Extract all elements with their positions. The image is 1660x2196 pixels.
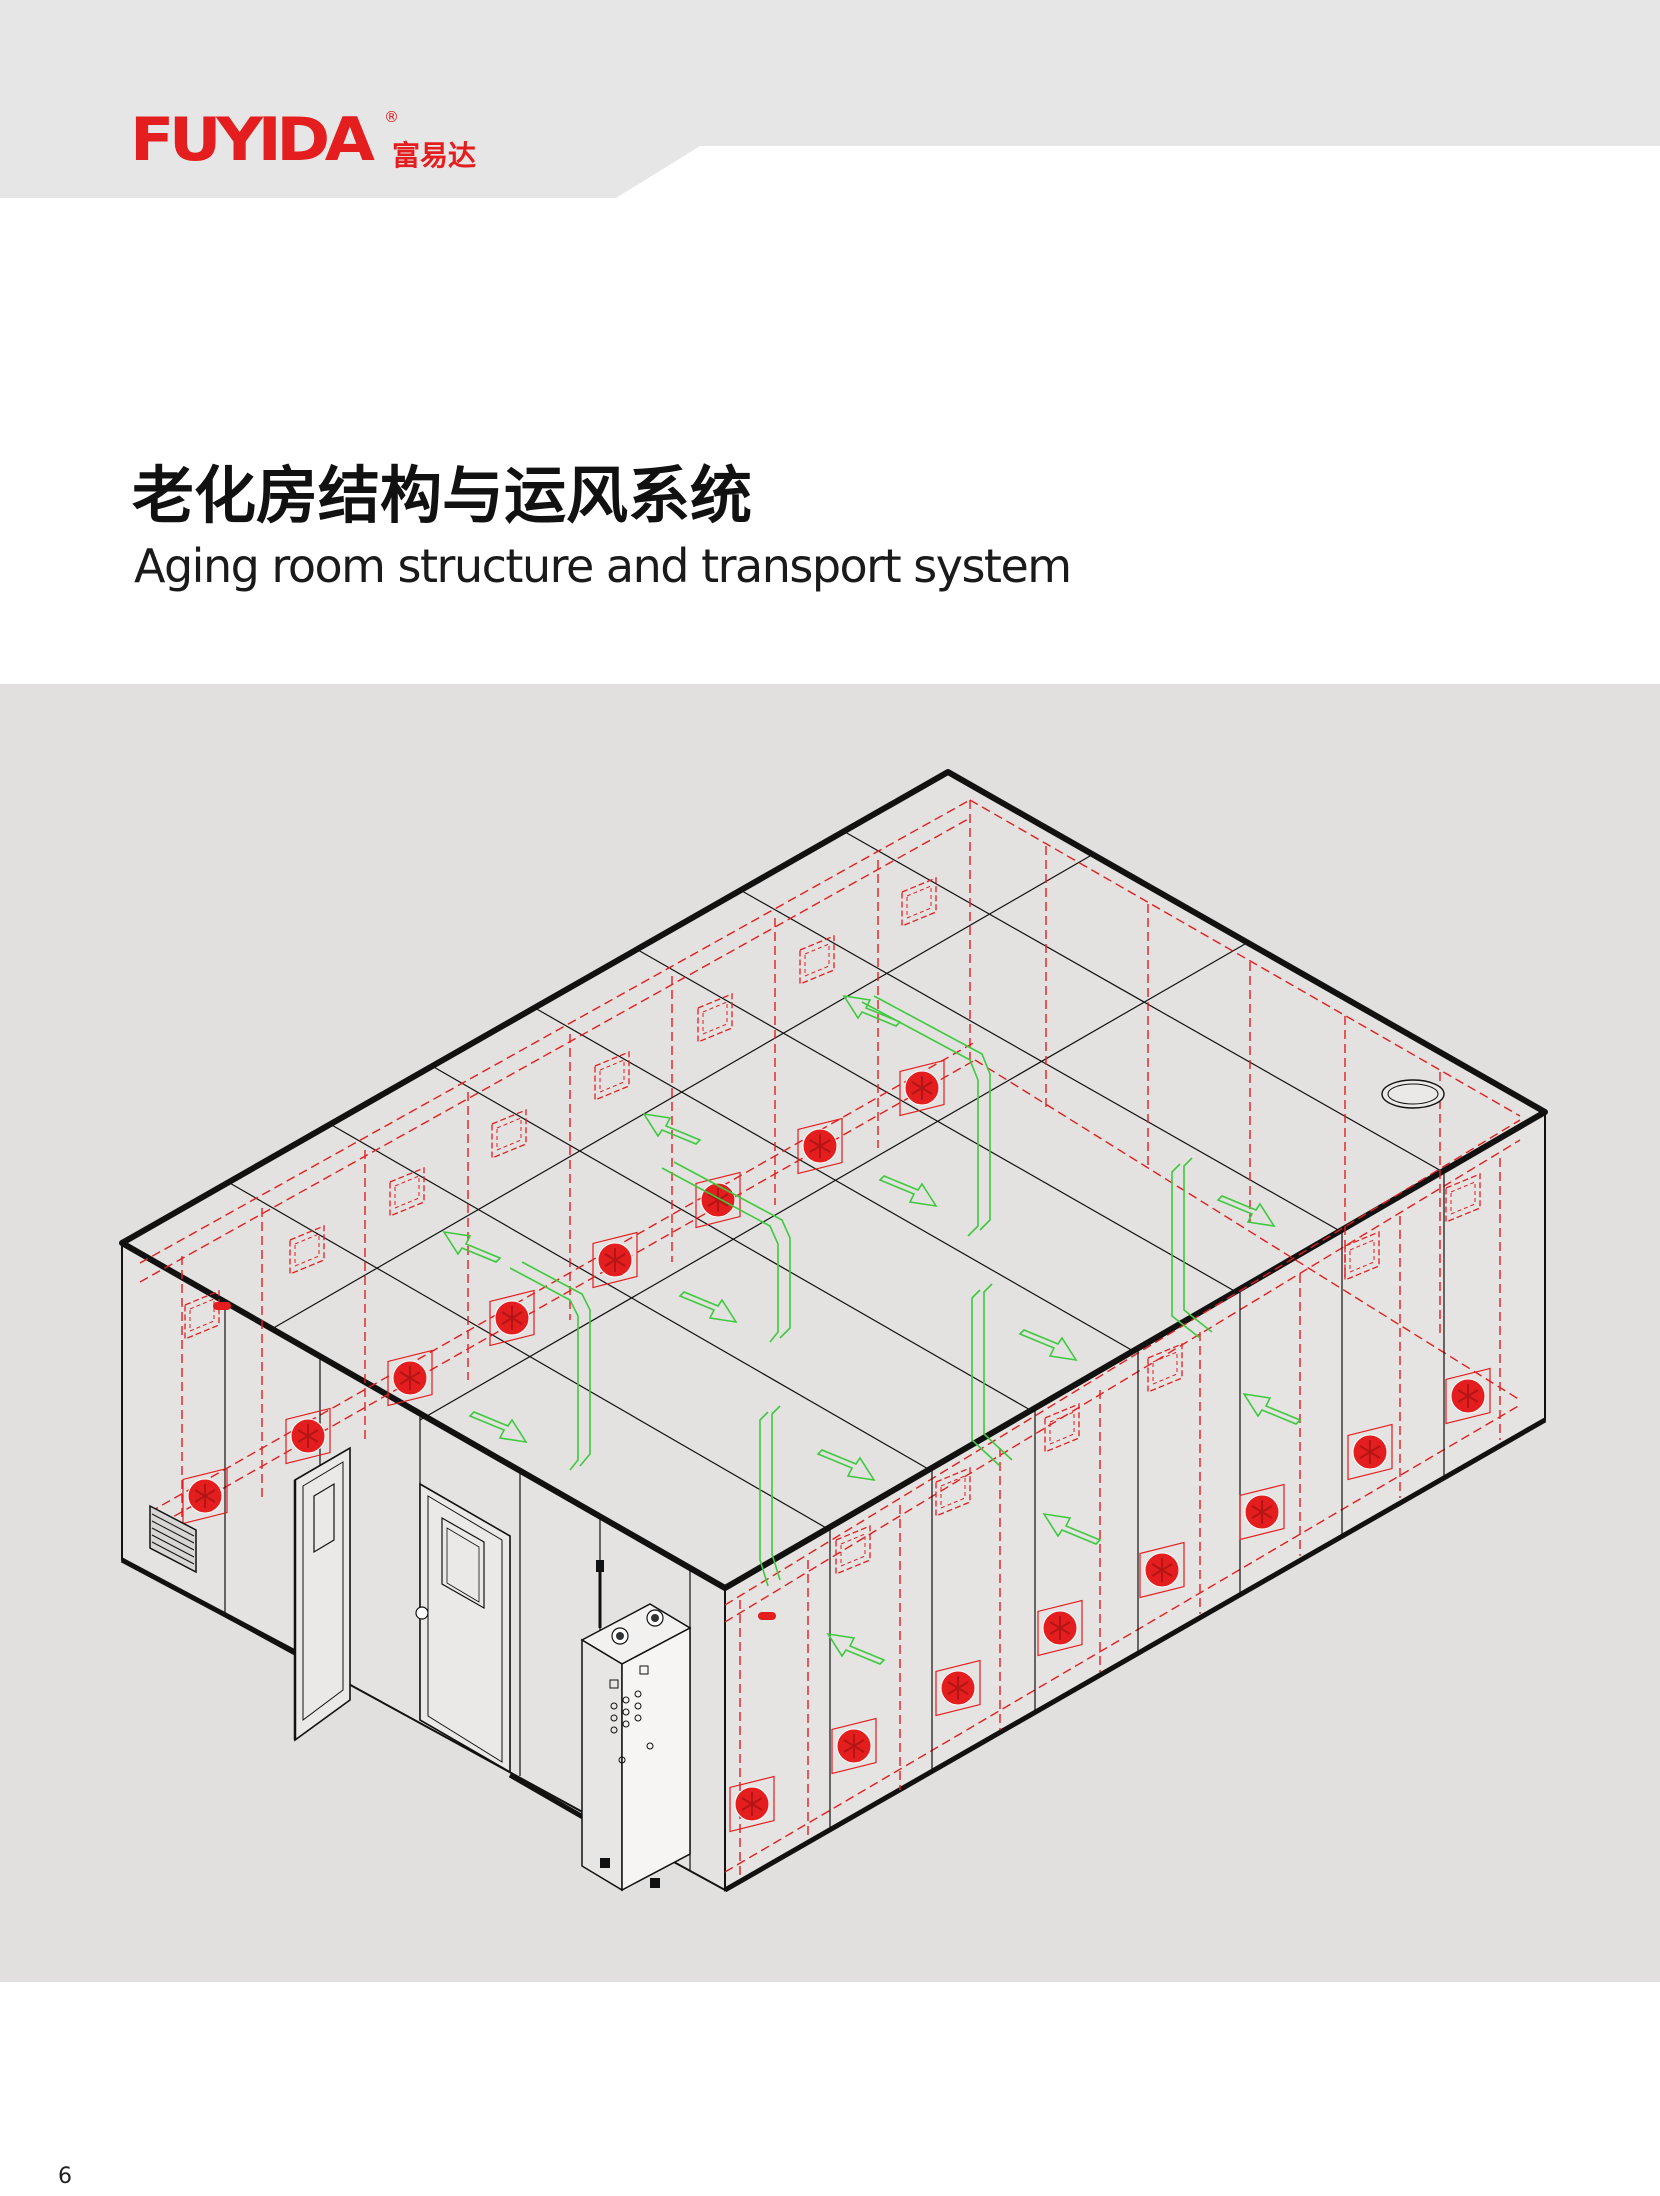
roof-panel-seams	[227, 831, 1444, 1530]
right-base-line	[723, 1417, 1547, 1893]
right-wall-panels	[829, 1174, 1445, 1830]
left-base-line-2	[508, 1772, 590, 1823]
indicator-light-left	[213, 1302, 231, 1310]
intake-vent	[149, 1504, 197, 1574]
brand-name-chinese: 富易达	[392, 139, 477, 172]
interior-hidden-lines	[139, 799, 1521, 1880]
access-door	[415, 1482, 511, 1774]
control-cabinet	[580, 1560, 692, 1892]
header-band	[0, 0, 1660, 198]
registered-mark: ®	[384, 108, 399, 126]
page-number: 6	[58, 2164, 72, 2189]
diagram-panel	[0, 684, 1660, 1982]
swing-door	[293, 1446, 351, 1742]
left-base-line	[120, 1557, 297, 1655]
airflow-ducts	[509, 995, 1213, 1587]
indicator-light-right	[758, 1612, 776, 1620]
page-title-english: Aging room structure and transport syste…	[134, 539, 1072, 593]
header-background	[0, 0, 1660, 198]
aging-room-diagram	[119, 769, 1548, 1893]
roof-vent-inner	[1387, 1083, 1439, 1105]
brand-logo-mark: FUYIDA	[130, 105, 375, 175]
page-title-chinese: 老化房结构与运风系统	[132, 459, 753, 532]
roof-vent	[1381, 1079, 1445, 1109]
roof-outline	[119, 769, 1548, 1591]
